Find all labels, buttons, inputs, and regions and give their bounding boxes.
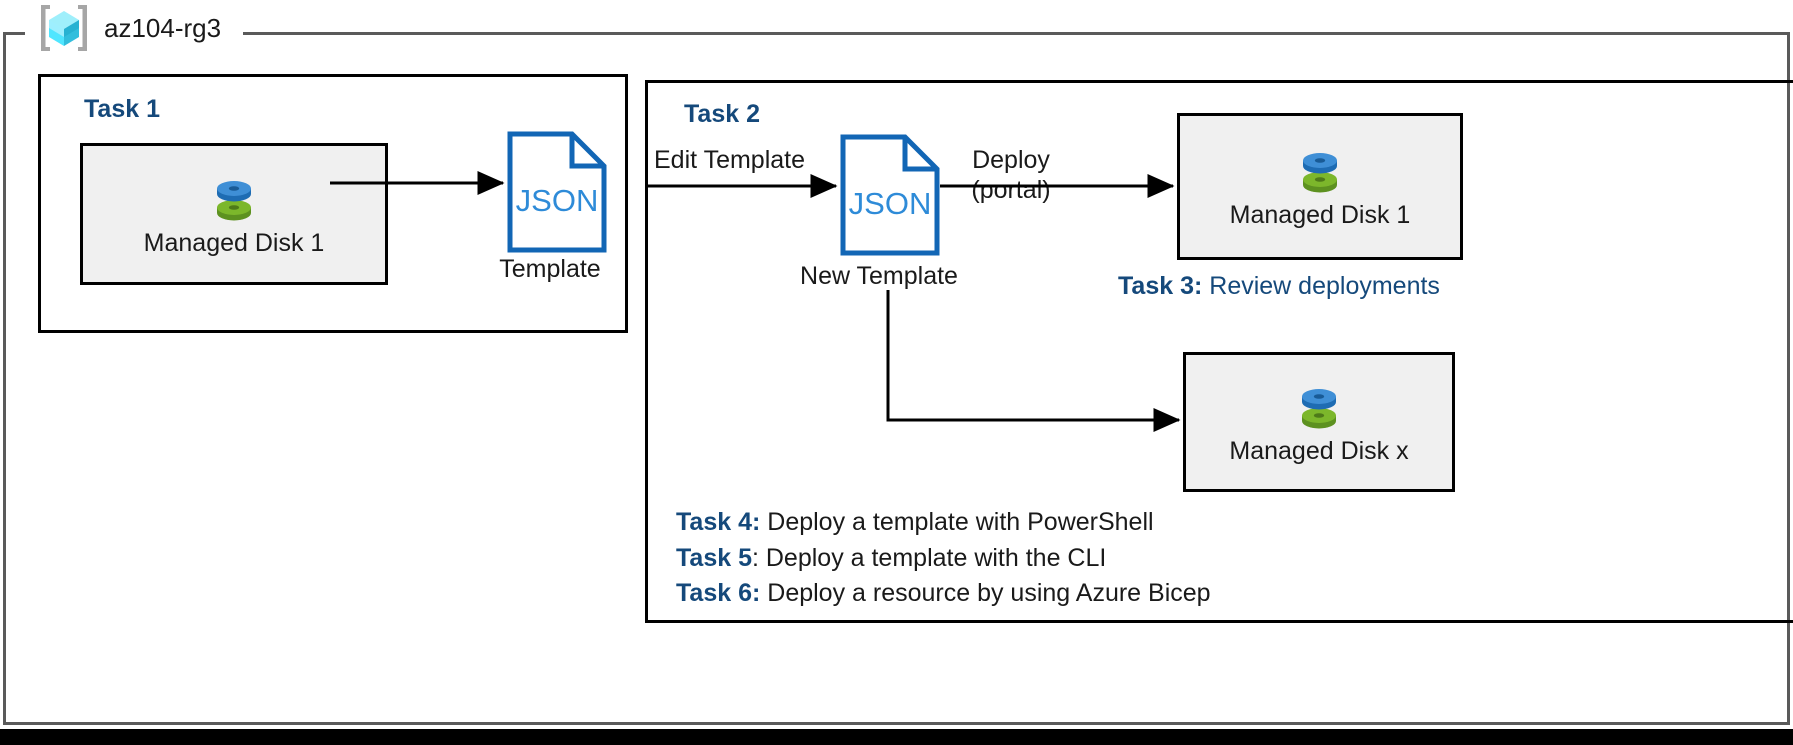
deploy-arrow-label: Deploy (portal): [952, 146, 1070, 205]
task-3-description: Review deployments: [1202, 272, 1440, 300]
task-1-container: [38, 74, 628, 333]
template-caption: Template: [499, 255, 601, 283]
svg-text:JSON: JSON: [516, 183, 599, 218]
task-2-container: [645, 80, 1793, 623]
container-border-stub-left: [3, 32, 25, 35]
managed-disk-icon: [206, 171, 262, 227]
container-border-line-right: [243, 32, 1790, 35]
task-3-caption: Task 3: Review deployments: [1118, 272, 1440, 301]
task-5-description: : Deploy a template with the CLI: [751, 543, 1107, 572]
new-template-caption: New Template: [800, 262, 958, 290]
resource-group-header: az104-rg3: [30, 2, 230, 54]
task-3-number: Task 3:: [1118, 272, 1203, 300]
managed-disk-x-deployed-box: Managed Disk x: [1183, 352, 1455, 492]
task-5-number: Task 5: [676, 543, 752, 572]
task-1-heading: Task 1: [84, 95, 160, 123]
managed-disk-1-source-label: Managed Disk 1: [143, 228, 325, 257]
managed-disk-icon: [1292, 143, 1348, 199]
resource-group-name: az104-rg3: [104, 12, 222, 43]
task-6-description: Deploy a resource by using Azure Bicep: [760, 579, 1211, 607]
resource-group-container: [3, 32, 1790, 725]
deploy-arrow-label-line1: Deploy: [972, 146, 1050, 174]
managed-disk-1-source-box: Managed Disk 1: [80, 143, 388, 285]
json-template-document-2: JSON: [840, 134, 940, 256]
managed-disk-1-deployed-box: Managed Disk 1: [1177, 113, 1463, 260]
task-4-description: Deploy a template with PowerShell: [760, 508, 1154, 536]
task-list: Task 4: Deploy a template with PowerShel…: [676, 505, 1211, 612]
edit-template-arrow-label: Edit Template: [654, 146, 806, 174]
task-4-number: Task 4:: [676, 508, 761, 536]
managed-disk-x-deployed-label: Managed Disk x: [1229, 436, 1409, 465]
task-6-number: Task 6:: [676, 579, 761, 607]
deploy-arrow-label-line2: (portal): [971, 175, 1051, 204]
managed-disk-icon: [1291, 379, 1347, 435]
svg-text:JSON: JSON: [849, 186, 932, 221]
task-2-heading: Task 2: [684, 100, 760, 128]
managed-disk-1-deployed-label: Managed Disk 1: [1229, 201, 1411, 229]
bottom-bar: [0, 729, 1793, 745]
list-item: Task 5: Deploy a template with the CLI: [676, 541, 1211, 577]
json-template-document-1: JSON: [507, 131, 607, 253]
list-item: Task 4: Deploy a template with PowerShel…: [676, 505, 1211, 541]
list-item: Task 6: Deploy a resource by using Azure…: [676, 576, 1211, 612]
resource-group-cube-icon: [38, 2, 90, 54]
